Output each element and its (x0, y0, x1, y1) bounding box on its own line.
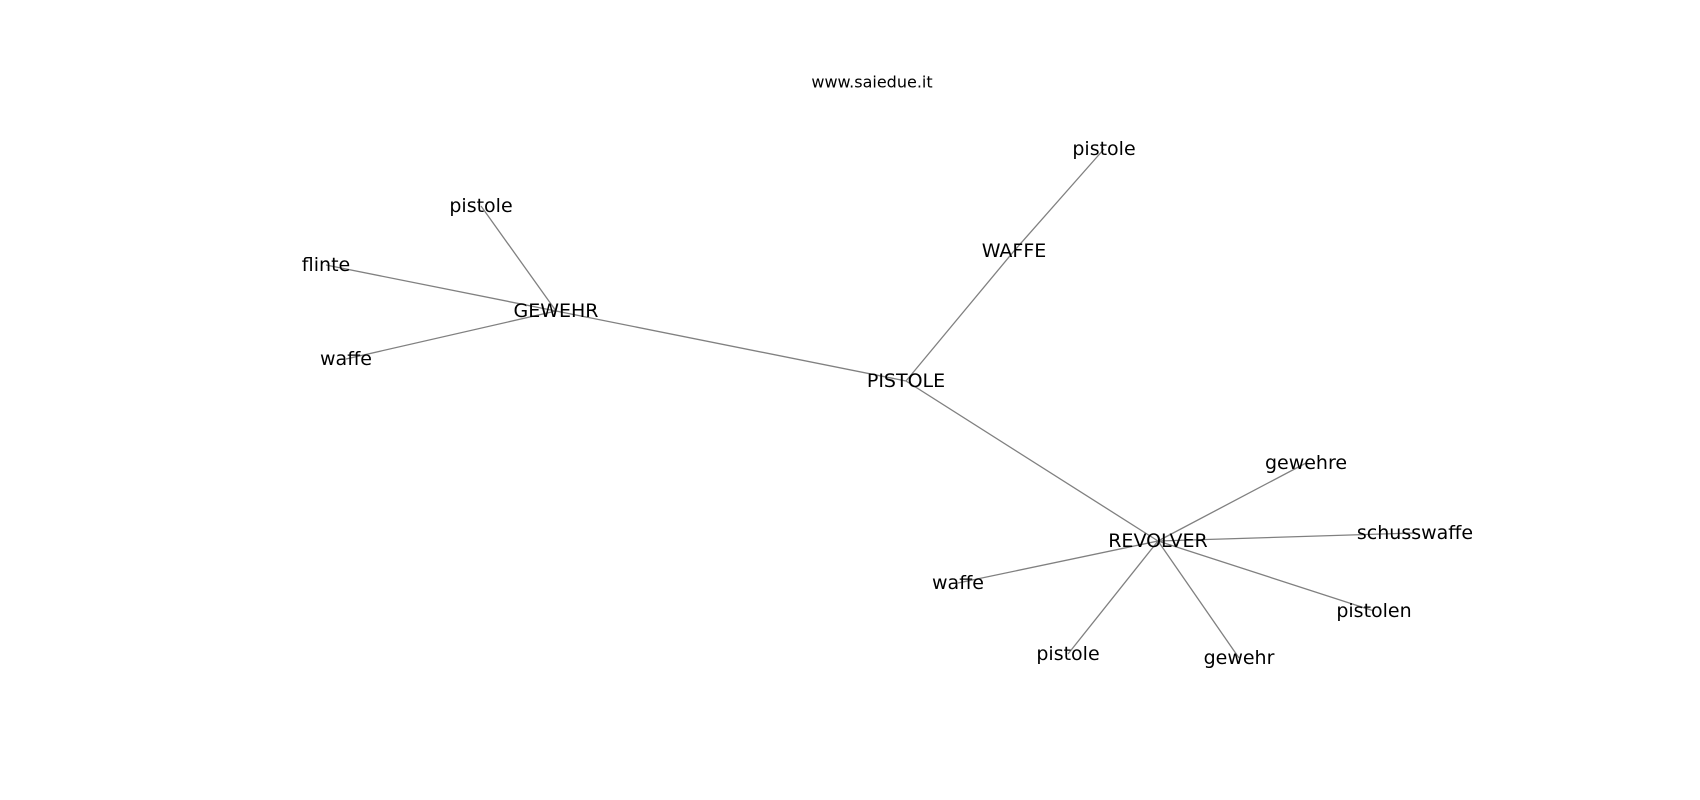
edge-pistole_center-revolver (905, 380, 1159, 542)
node-waffe_main: WAFFE (982, 240, 1047, 262)
edges-layer (325, 148, 1416, 659)
edge-revolver-rev_waffe (957, 540, 1159, 584)
node-revolver: REVOLVER (1108, 530, 1208, 552)
edge-revolver-rev_pistolen (1157, 540, 1375, 612)
node-rev_gewehr: gewehr (1204, 647, 1275, 669)
nodes-layer: PISTOLE GEWEHR WAFFE REVOLVER pistole flinte w… (302, 138, 1473, 669)
edge-revolver-rev_pistole (1067, 540, 1159, 655)
watermark-text: www.saiedue.it (811, 73, 932, 92)
edge-revolver-rev_gewehr (1157, 540, 1240, 659)
node-rev_waffe: waffe (932, 572, 984, 594)
edge-revolver-rev_schusswaffe (1157, 532, 1416, 542)
node-waffe_pistole: pistole (1072, 138, 1135, 160)
node-rev_schusswaffe: schusswaffe (1357, 522, 1473, 544)
node-gewehr_waffe: waffe (320, 348, 372, 370)
node-gewehr: GEWEHR (513, 300, 598, 322)
node-pistole_center: PISTOLE (867, 370, 945, 392)
edge-pistole_center-gewehr (555, 310, 907, 382)
node-rev_gewehre: gewehre (1265, 452, 1347, 474)
edge-gewehr-gewehr_waffe (345, 310, 557, 360)
node-gewehr_flinte: flinte (302, 254, 350, 276)
node-gewehr_pistole: pistole (449, 195, 512, 217)
node-rev_pistolen: pistolen (1336, 600, 1411, 622)
edge-gewehr-gewehr_flinte (325, 264, 557, 312)
node-rev_pistole: pistole (1036, 643, 1099, 665)
edge-revolver-rev_gewehre (1157, 462, 1307, 542)
edge-pistole_center-waffe_main (905, 250, 1015, 382)
edge-gewehr-gewehr_pistole (480, 205, 557, 312)
edge-waffe_main-waffe_pistole (1013, 148, 1105, 252)
